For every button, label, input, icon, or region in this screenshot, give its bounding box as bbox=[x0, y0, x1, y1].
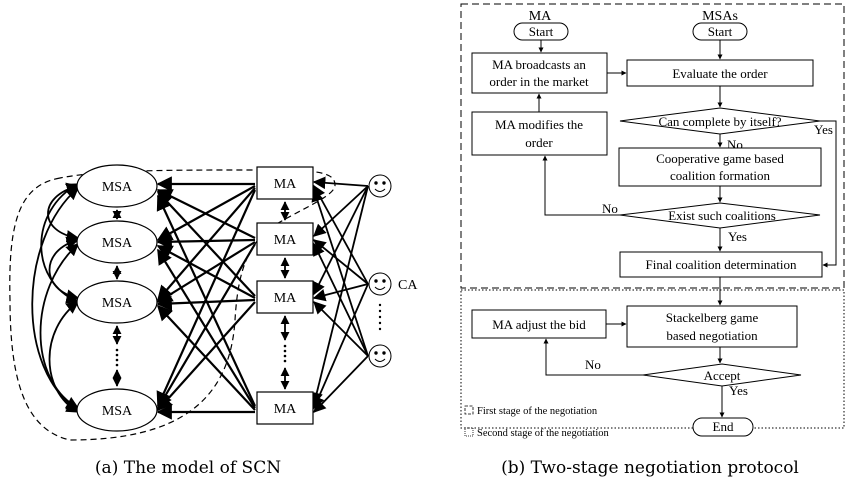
ma-node: MA bbox=[256, 280, 314, 314]
legend-second-stage: Second stage of the negotiation bbox=[464, 427, 610, 439]
start-terminal-ma: Start bbox=[513, 22, 569, 41]
can-complete-decision: Can complete by itself? bbox=[619, 107, 821, 135]
smiley-icon bbox=[368, 272, 392, 296]
ca-ellipsis bbox=[378, 303, 382, 331]
ma-node: MA bbox=[256, 222, 314, 256]
svg-text:order in the market: order in the market bbox=[489, 74, 589, 89]
caption-a: (a) The model of SCN bbox=[95, 458, 281, 478]
no-label: No bbox=[585, 357, 601, 372]
svg-text:Evaluate the order: Evaluate the order bbox=[672, 66, 768, 81]
ma-msa-links bbox=[156, 176, 257, 420]
svg-text:order: order bbox=[525, 135, 553, 150]
negotiation-protocol: MA MSAs Start Start MA broadcasts an ord… bbox=[460, 3, 845, 478]
svg-text:MA: MA bbox=[274, 402, 297, 417]
svg-text:MSA: MSA bbox=[102, 404, 133, 419]
col-ma-title: MA bbox=[529, 9, 552, 24]
msa-loop-arrows bbox=[31, 182, 80, 413]
yes-label: Yes bbox=[728, 229, 747, 244]
yes-label: Yes bbox=[729, 383, 748, 398]
evaluate-box: Evaluate the order bbox=[626, 59, 814, 87]
ma-ellipsis bbox=[283, 344, 287, 363]
svg-text:End: End bbox=[713, 419, 734, 434]
coalition-formation-box: Cooperative game based coalition formati… bbox=[618, 147, 822, 187]
flow-arrows bbox=[536, 40, 837, 418]
svg-text:MSA: MSA bbox=[102, 180, 133, 195]
col-msas-title: MSAs bbox=[702, 9, 738, 24]
svg-text:coalition formation: coalition formation bbox=[670, 168, 771, 183]
svg-text:MSA: MSA bbox=[102, 236, 133, 251]
stackelberg-box: Stackelberg game based negotiation bbox=[626, 305, 798, 348]
ma-node: MA bbox=[256, 166, 314, 200]
svg-text:MA: MA bbox=[274, 177, 297, 192]
msa-node: MSA bbox=[76, 280, 158, 324]
svg-text:MA: MA bbox=[274, 291, 297, 306]
msa-ellipsis bbox=[115, 348, 119, 367]
svg-text:MA: MA bbox=[274, 233, 297, 248]
ma-adjust-box: MA adjust the bid bbox=[471, 309, 607, 339]
caption-b: (b) Two-stage negotiation protocol bbox=[501, 458, 799, 478]
scn-model: MSA MSA MSA MSA MA bbox=[9, 164, 418, 478]
ma-node: MA bbox=[256, 391, 314, 425]
msa-node: MSA bbox=[76, 388, 158, 432]
no-label: No bbox=[602, 201, 618, 216]
svg-text:based negotiation: based negotiation bbox=[666, 328, 758, 343]
svg-text:MSA: MSA bbox=[102, 296, 133, 311]
smiley-icon bbox=[368, 344, 392, 368]
scn-boundary bbox=[9, 169, 336, 441]
ca-ma-links bbox=[310, 176, 369, 413]
svg-text:Cooperative game based: Cooperative game based bbox=[656, 151, 784, 166]
smiley-icon bbox=[368, 174, 392, 198]
svg-text:MA modifies the: MA modifies the bbox=[495, 117, 583, 132]
start-terminal-msas: Start bbox=[692, 22, 748, 41]
svg-text:First stage of the negotiation: First stage of the negotiation bbox=[477, 406, 598, 417]
legend-first-stage: First stage of the negotiation bbox=[464, 405, 598, 417]
final-coalition-box: Final coalition determination bbox=[619, 251, 823, 278]
yes-label: Yes bbox=[814, 122, 833, 137]
ca-label: CA bbox=[398, 278, 418, 293]
svg-text:Final coalition determination: Final coalition determination bbox=[646, 257, 797, 272]
msa-node: MSA bbox=[76, 220, 158, 264]
svg-text:MA broadcasts an: MA broadcasts an bbox=[492, 57, 586, 72]
msa-node: MSA bbox=[76, 164, 158, 208]
ma-broadcast-box: MA broadcasts an order in the market bbox=[471, 52, 608, 94]
svg-text:Second stage of the negotiatio: Second stage of the negotiation bbox=[477, 428, 610, 439]
first-stage-border bbox=[460, 3, 845, 289]
svg-text:Exist such coalitions: Exist such coalitions bbox=[668, 208, 776, 223]
svg-text:Accept: Accept bbox=[704, 368, 741, 383]
svg-text:Start: Start bbox=[529, 24, 554, 39]
exist-coalitions-decision: Exist such coalitions bbox=[619, 202, 821, 229]
end-terminal: End bbox=[692, 417, 754, 437]
svg-text:Stackelberg game: Stackelberg game bbox=[666, 310, 759, 325]
ma-modifies-box: MA modifies the order bbox=[471, 111, 608, 156]
accept-decision: Accept bbox=[642, 363, 802, 387]
svg-text:Can complete by itself?: Can complete by itself? bbox=[658, 114, 781, 129]
svg-text:MA adjust the bid: MA adjust the bid bbox=[492, 317, 586, 332]
svg-text:Start: Start bbox=[708, 24, 733, 39]
second-stage-border bbox=[460, 289, 845, 429]
